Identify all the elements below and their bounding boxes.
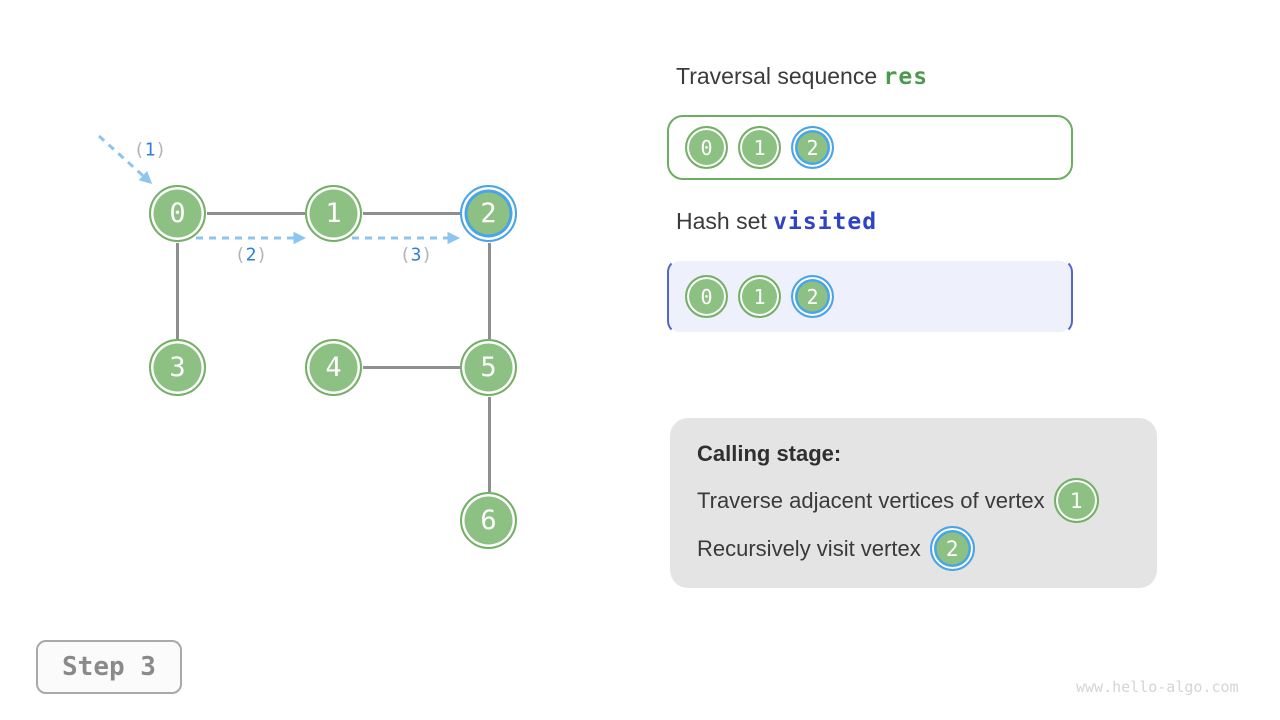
res-code-label: res	[883, 64, 929, 90]
graph-node-4: 4	[305, 339, 362, 396]
dfs-arrow-enter-0	[97, 134, 153, 185]
graph-edge-4-5	[363, 366, 461, 369]
res-item-1: 1	[738, 126, 781, 169]
vertex-label: 2	[945, 536, 959, 561]
visit-order-number: 3	[410, 244, 422, 266]
graph-edge-5-6	[488, 397, 491, 492]
calling-stage-box: Calling stage: Traverse adjacent vertice…	[670, 418, 1157, 588]
visit-order-paren: (	[399, 244, 411, 266]
visit-order-number: 1	[144, 139, 156, 161]
visited-code-label: visited	[773, 209, 878, 235]
graph-node-2: 2	[460, 185, 517, 242]
graph-node-0: 0	[149, 185, 206, 242]
visit-order-paren: )	[155, 139, 167, 161]
res-item-label: 1	[753, 135, 766, 160]
res-item-label: 0	[700, 135, 713, 160]
calling-line-2-vertex: 2	[929, 526, 975, 571]
calling-stage-heading: Calling stage:	[697, 441, 842, 466]
visit-order-paren: (	[234, 244, 246, 266]
graph-edge-0-1	[207, 212, 305, 215]
visited-item-0: 0	[685, 275, 728, 318]
graph-edge-2-5	[488, 243, 491, 339]
graph-node-label: 5	[480, 352, 497, 383]
visit-order-paren: (	[133, 139, 145, 161]
graph-edge-0-3	[176, 243, 179, 339]
visited-panel-title: Hash set visited	[676, 208, 877, 235]
calling-line-2-text: Recursively visit vertex	[697, 535, 921, 561]
graph-node-label: 1	[325, 198, 342, 229]
res-box: 0 1 2	[667, 115, 1073, 180]
graph-node-label: 2	[480, 198, 497, 229]
graph-node-label: 6	[480, 505, 497, 536]
visited-item-1: 1	[738, 275, 781, 318]
graph-node-5: 5	[460, 339, 517, 396]
visited-item-label: 1	[753, 284, 766, 309]
calling-line-1-text: Traverse adjacent vertices of vertex	[697, 487, 1045, 513]
visited-item-label: 2	[806, 284, 819, 309]
visited-item-2: 2	[791, 275, 834, 318]
graph-node-label: 0	[169, 198, 186, 229]
visited-item-label: 0	[700, 284, 713, 309]
graph-node-label: 3	[169, 352, 186, 383]
calling-stage-line-2: Recursively visit vertex 2	[697, 526, 975, 571]
res-item-0: 0	[685, 126, 728, 169]
visited-panel-title-text: Hash set	[676, 208, 767, 234]
watermark: www.hello-algo.com	[1076, 678, 1239, 696]
calling-line-1-vertex: 1	[1053, 478, 1099, 523]
step-badge: Step 3	[36, 640, 182, 694]
visit-order-label-2: (2)	[235, 245, 268, 266]
graph-node-6: 6	[460, 492, 517, 549]
dfs-arrows-layer	[97, 134, 460, 245]
visit-order-paren: )	[256, 244, 268, 266]
calling-stage-line-1: Traverse adjacent vertices of vertex 1	[697, 478, 1099, 523]
res-item-2: 2	[791, 126, 834, 169]
visit-order-label-1: (1)	[134, 140, 167, 161]
visit-order-paren: )	[421, 244, 433, 266]
graph-node-3: 3	[149, 339, 206, 396]
visited-box: 0 1 2	[667, 259, 1073, 334]
graph-node-label: 4	[325, 352, 342, 383]
res-panel-title-text: Traversal sequence	[676, 63, 878, 89]
visit-order-number: 2	[245, 244, 257, 266]
res-panel-title: Traversal sequence res	[676, 63, 928, 90]
res-item-label: 2	[806, 135, 819, 160]
graph-node-1: 1	[305, 185, 362, 242]
graph-edge-1-2	[363, 212, 461, 215]
visit-order-label-3: (3)	[400, 245, 433, 266]
vertex-label: 1	[1069, 488, 1083, 513]
